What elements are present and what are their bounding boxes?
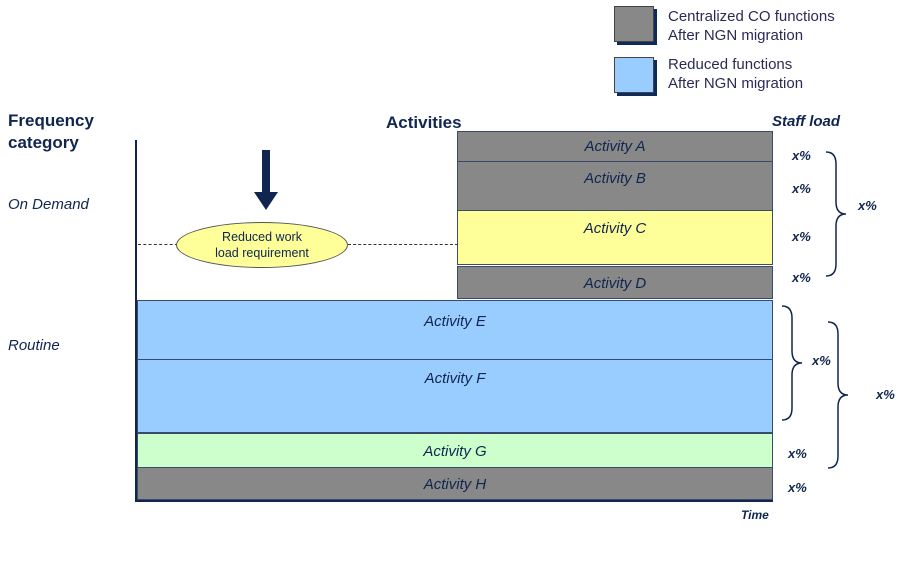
reduced-work-line1: Reduced work bbox=[222, 230, 302, 244]
staff-load-g: x% bbox=[788, 446, 807, 461]
dashed-threshold-line-left bbox=[138, 244, 178, 245]
staff-load-h: x% bbox=[788, 480, 807, 495]
activity-c: Activity C bbox=[457, 210, 773, 265]
total-routine: x% bbox=[876, 387, 895, 402]
time-label: Time bbox=[741, 508, 769, 522]
frequency-heading-line1: Frequency bbox=[8, 111, 94, 130]
total-activities-ef: x% bbox=[812, 353, 831, 368]
activity-h: Activity H bbox=[137, 467, 773, 500]
legend-label-reduced: Reduced functions After NGN migration bbox=[668, 55, 803, 93]
activity-c-label: Activity C bbox=[583, 220, 647, 237]
staff-load-a: x% bbox=[792, 148, 811, 163]
reduced-work-line2: load requirement bbox=[215, 246, 309, 260]
legend-label-reduced-line1: Reduced functions bbox=[668, 56, 793, 73]
activity-b: Activity B bbox=[457, 161, 773, 211]
reduced-work-ellipse: Reduced work load requirement bbox=[176, 222, 348, 268]
legend-swatch-reduced bbox=[614, 57, 654, 93]
activity-g: Activity G bbox=[137, 433, 773, 468]
brace-on-demand bbox=[825, 151, 847, 277]
activity-e-label: Activity E bbox=[424, 313, 486, 330]
legend-label-reduced-line2: After NGN migration bbox=[668, 75, 804, 92]
activity-d: Activity D bbox=[457, 266, 773, 299]
x-axis bbox=[135, 499, 773, 502]
staff-load-b: x% bbox=[792, 181, 811, 196]
staff-load-c: x% bbox=[792, 229, 811, 244]
activity-a: Activity A bbox=[457, 131, 773, 162]
activity-f: Activity F bbox=[137, 359, 773, 433]
category-on-demand: On Demand bbox=[8, 196, 89, 213]
legend-label-centralized: Centralized CO functions After NGN migra… bbox=[668, 7, 835, 45]
activities-heading: Activities bbox=[386, 113, 462, 132]
legend-label-centralized-line2: After NGN migration bbox=[668, 27, 804, 44]
arrow-down-icon bbox=[254, 150, 278, 210]
staff-load-d: x% bbox=[792, 270, 811, 285]
brace-routine bbox=[827, 321, 849, 469]
activity-b-label: Activity B bbox=[584, 170, 646, 187]
dashed-threshold-line-right bbox=[348, 244, 458, 245]
activity-d-label: Activity D bbox=[583, 275, 647, 292]
legend-swatch-centralized bbox=[614, 6, 654, 42]
y-axis bbox=[135, 140, 137, 502]
activity-g-label: Activity G bbox=[423, 443, 487, 460]
frequency-heading-line2: category bbox=[8, 133, 79, 152]
activity-f-label: Activity F bbox=[424, 370, 486, 387]
activity-e: Activity E bbox=[137, 300, 773, 360]
activity-h-label: Activity H bbox=[423, 476, 487, 493]
activity-a-label: Activity A bbox=[584, 138, 646, 155]
frequency-category-heading: Frequency category bbox=[8, 110, 94, 154]
staff-load-heading: Staff load bbox=[772, 113, 841, 130]
legend-label-centralized-line1: Centralized CO functions bbox=[668, 8, 835, 25]
brace-activities-ef bbox=[781, 305, 803, 421]
category-routine: Routine bbox=[8, 337, 60, 354]
total-on-demand: x% bbox=[858, 198, 877, 213]
